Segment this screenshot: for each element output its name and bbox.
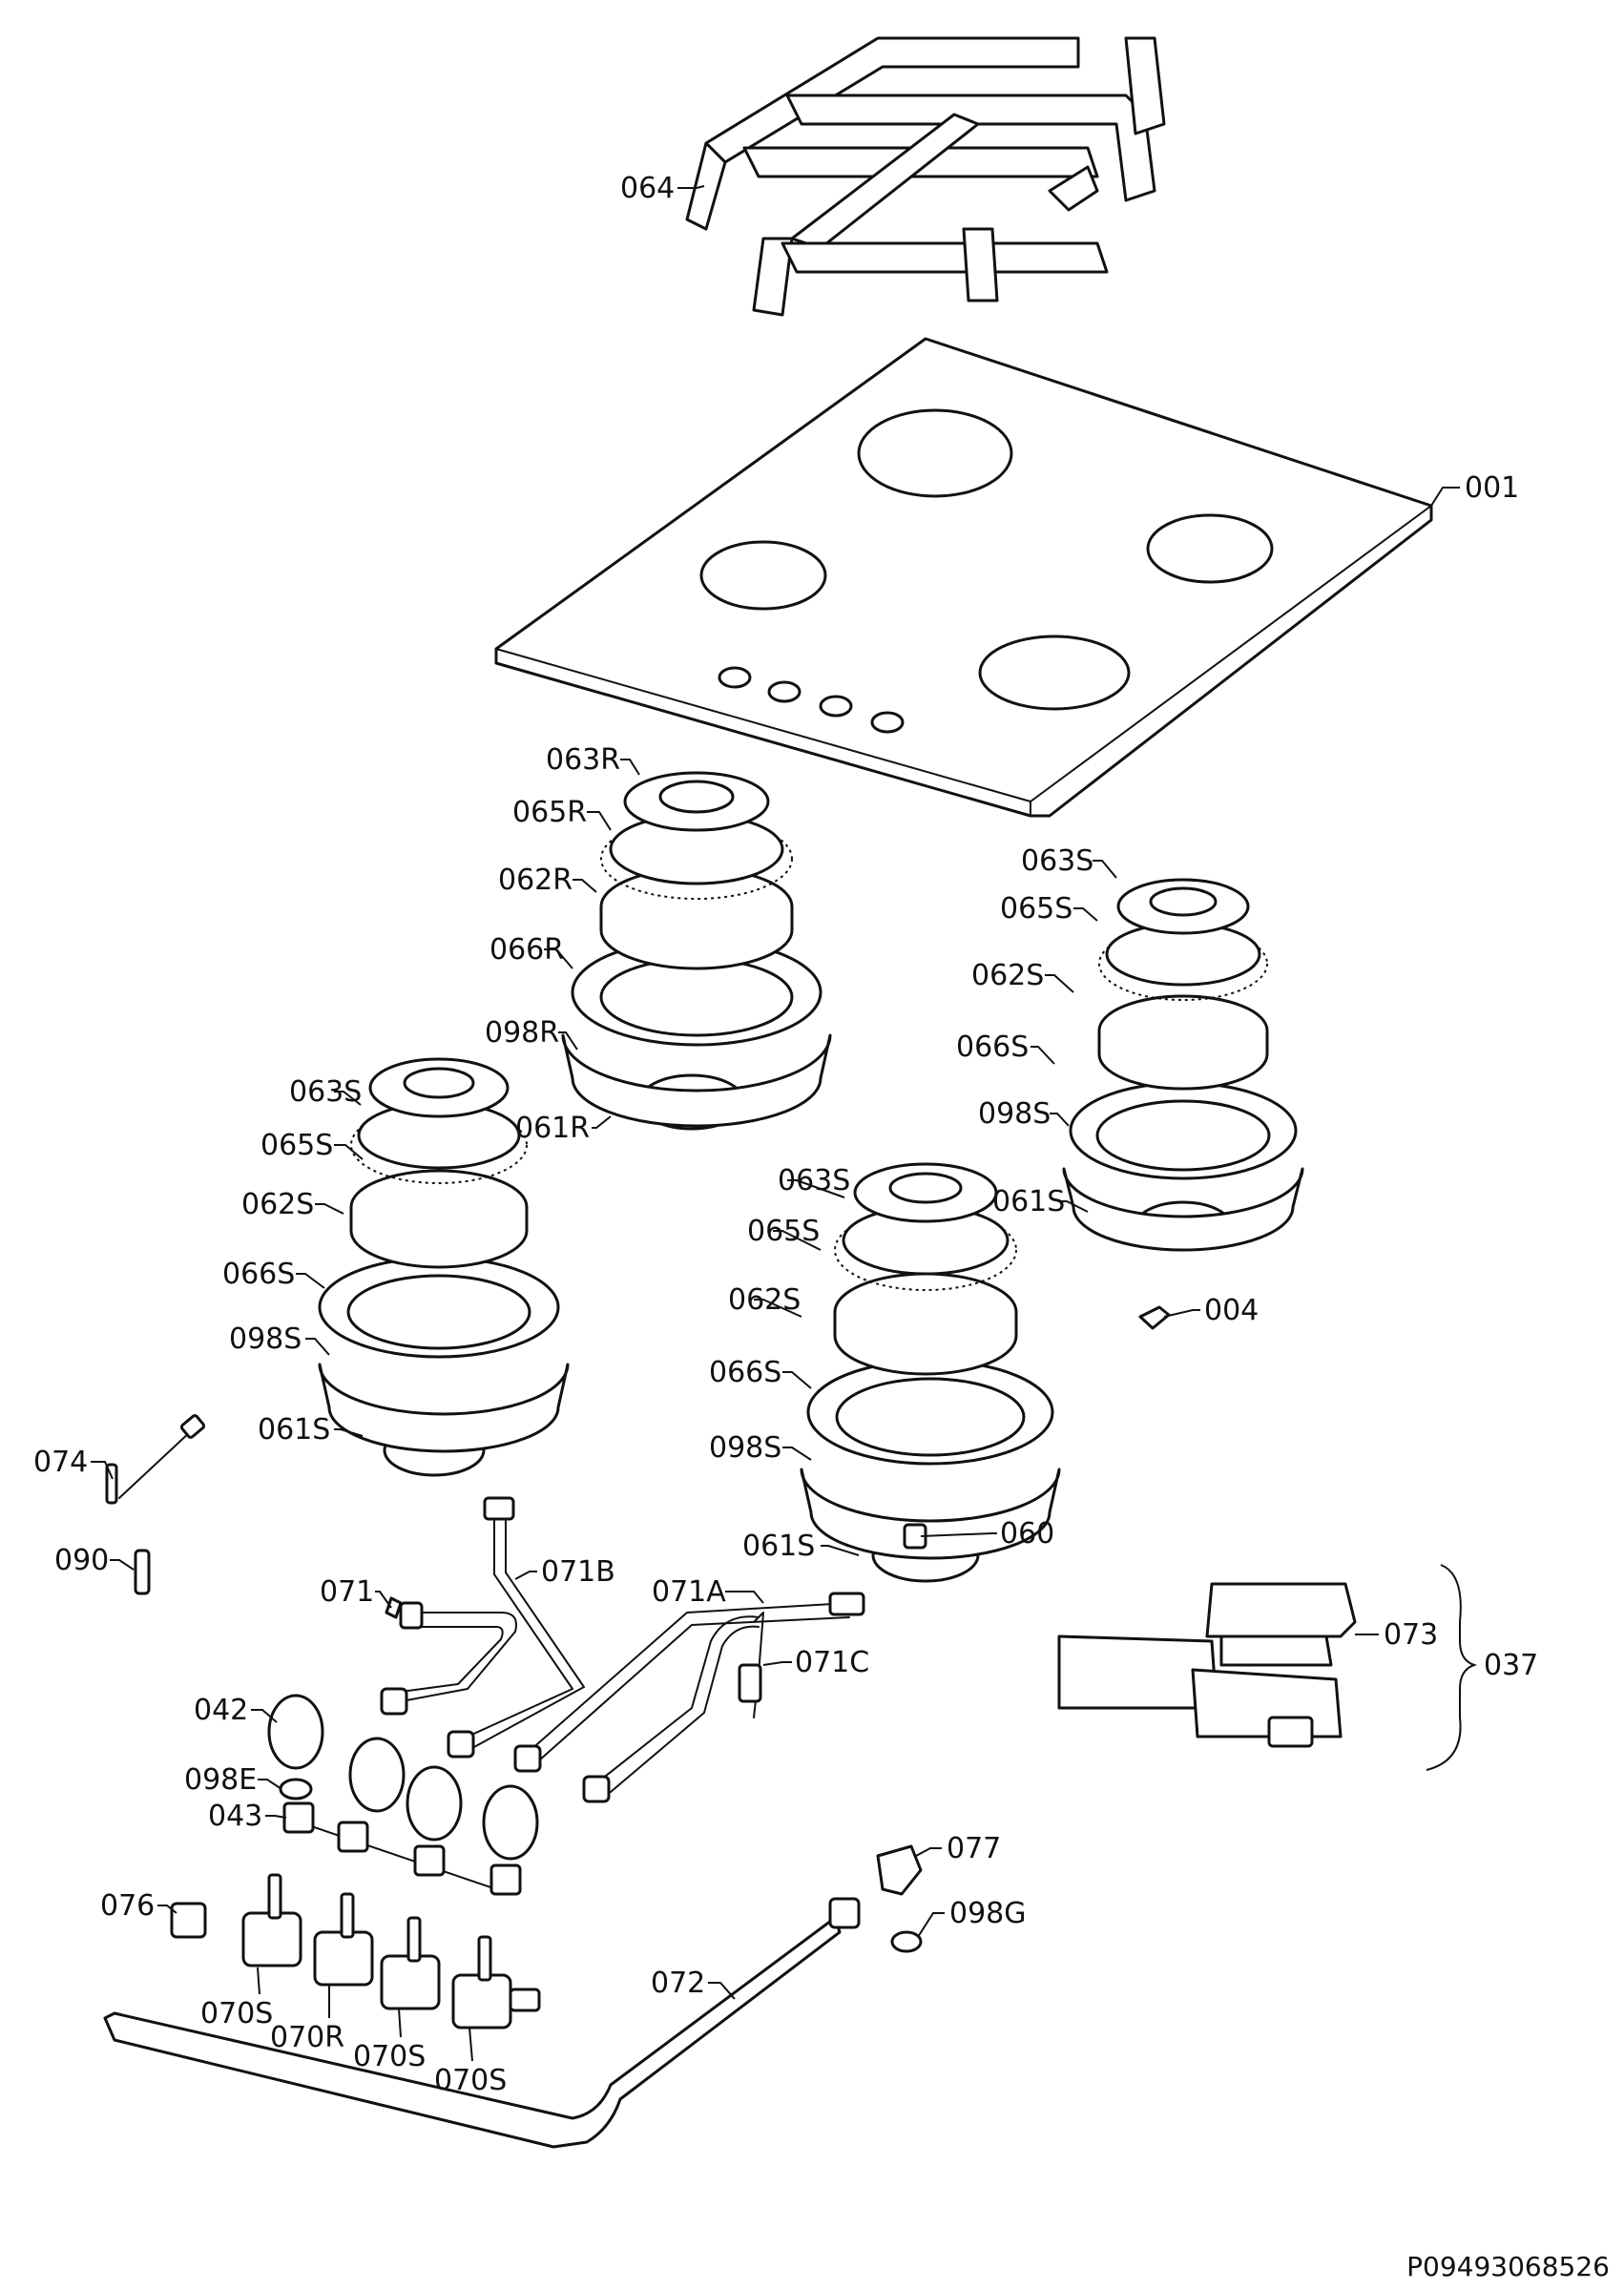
label-062S-center: 062S — [728, 1283, 801, 1317]
control-knobs — [267, 1694, 539, 1861]
leader-lines — [91, 185, 1460, 2062]
label-074: 074 — [33, 1446, 88, 1479]
label-070S-1: 070S — [200, 1997, 273, 2030]
label-037: 037 — [1484, 1649, 1538, 1682]
label-063R: 063R — [546, 743, 620, 777]
label-071A: 071A — [652, 1575, 726, 1609]
label-090: 090 — [54, 1544, 109, 1577]
gas-pipes — [380, 1496, 865, 1803]
label-063S-right: 063S — [1021, 844, 1093, 878]
burner-stack-center — [800, 1162, 1061, 1583]
gas-rail-pipe — [103, 1897, 861, 2149]
label-066S-right: 066S — [956, 1030, 1029, 1064]
label-098S-left: 098S — [229, 1322, 302, 1356]
thermocouple — [105, 1414, 206, 1505]
elbow-fitting — [876, 1844, 923, 1896]
label-073: 073 — [1384, 1618, 1438, 1652]
label-098E: 098E — [184, 1763, 257, 1797]
burner-stack-right — [1062, 878, 1304, 1252]
cooktop-plate — [494, 337, 1433, 818]
label-061R: 061R — [515, 1112, 590, 1145]
label-066S-left: 066S — [222, 1258, 295, 1291]
label-062R: 062R — [498, 864, 573, 897]
label-072: 072 — [651, 1967, 705, 2000]
group-bracket-037 — [1426, 1564, 1478, 1771]
spark-plug — [134, 1549, 151, 1595]
label-063S-left: 063S — [289, 1075, 362, 1109]
clip-004 — [1138, 1305, 1171, 1330]
seal-098G — [890, 1930, 923, 1953]
label-061S-center: 061S — [742, 1530, 815, 1563]
label-098G: 098G — [949, 1897, 1027, 1930]
label-065S-center: 065S — [747, 1215, 820, 1248]
ignition-generators — [1057, 1582, 1357, 1748]
label-043: 043 — [208, 1800, 262, 1833]
label-071: 071 — [320, 1575, 374, 1609]
label-071B: 071B — [541, 1555, 615, 1589]
spark-switch-rail — [282, 1801, 522, 1896]
label-098S-center: 098S — [709, 1431, 781, 1465]
label-077: 077 — [947, 1832, 1001, 1865]
part-labels: 064 001 063R 065R 062R 066R 098R 061R 06… — [33, 172, 1538, 2097]
label-042: 042 — [194, 1694, 248, 1727]
label-062S-right: 062S — [971, 959, 1044, 992]
label-070S-3: 070S — [434, 2064, 507, 2097]
label-061S-right: 061S — [992, 1185, 1065, 1218]
label-065R: 065R — [512, 796, 587, 829]
burner-stack-rapid — [561, 771, 832, 1131]
label-060: 060 — [1000, 1517, 1054, 1551]
label-098S-right: 098S — [978, 1097, 1051, 1131]
label-070S-2: 070S — [353, 2040, 426, 2073]
label-098R: 098R — [485, 1016, 559, 1050]
label-064: 064 — [620, 172, 675, 205]
diagram-code: P09493068526 — [1406, 2251, 1610, 2282]
label-065S-right: 065S — [1000, 892, 1072, 926]
pan-support-grid — [685, 36, 1166, 317]
label-063S-center: 063S — [778, 1164, 850, 1197]
gas-valves — [241, 1873, 541, 2030]
label-065S-left: 065S — [260, 1129, 333, 1162]
label-070R: 070R — [270, 2021, 344, 2054]
label-062S-left: 062S — [241, 1188, 314, 1221]
label-071C: 071C — [795, 1646, 869, 1679]
label-001: 001 — [1465, 471, 1519, 505]
connector-076 — [170, 1902, 207, 1939]
label-066R: 066R — [489, 933, 564, 967]
label-076: 076 — [100, 1889, 155, 1923]
label-004: 004 — [1204, 1294, 1259, 1327]
label-066S-center: 066S — [709, 1356, 781, 1389]
burner-stack-left — [318, 1057, 570, 1477]
label-061S-left: 061S — [258, 1413, 330, 1447]
